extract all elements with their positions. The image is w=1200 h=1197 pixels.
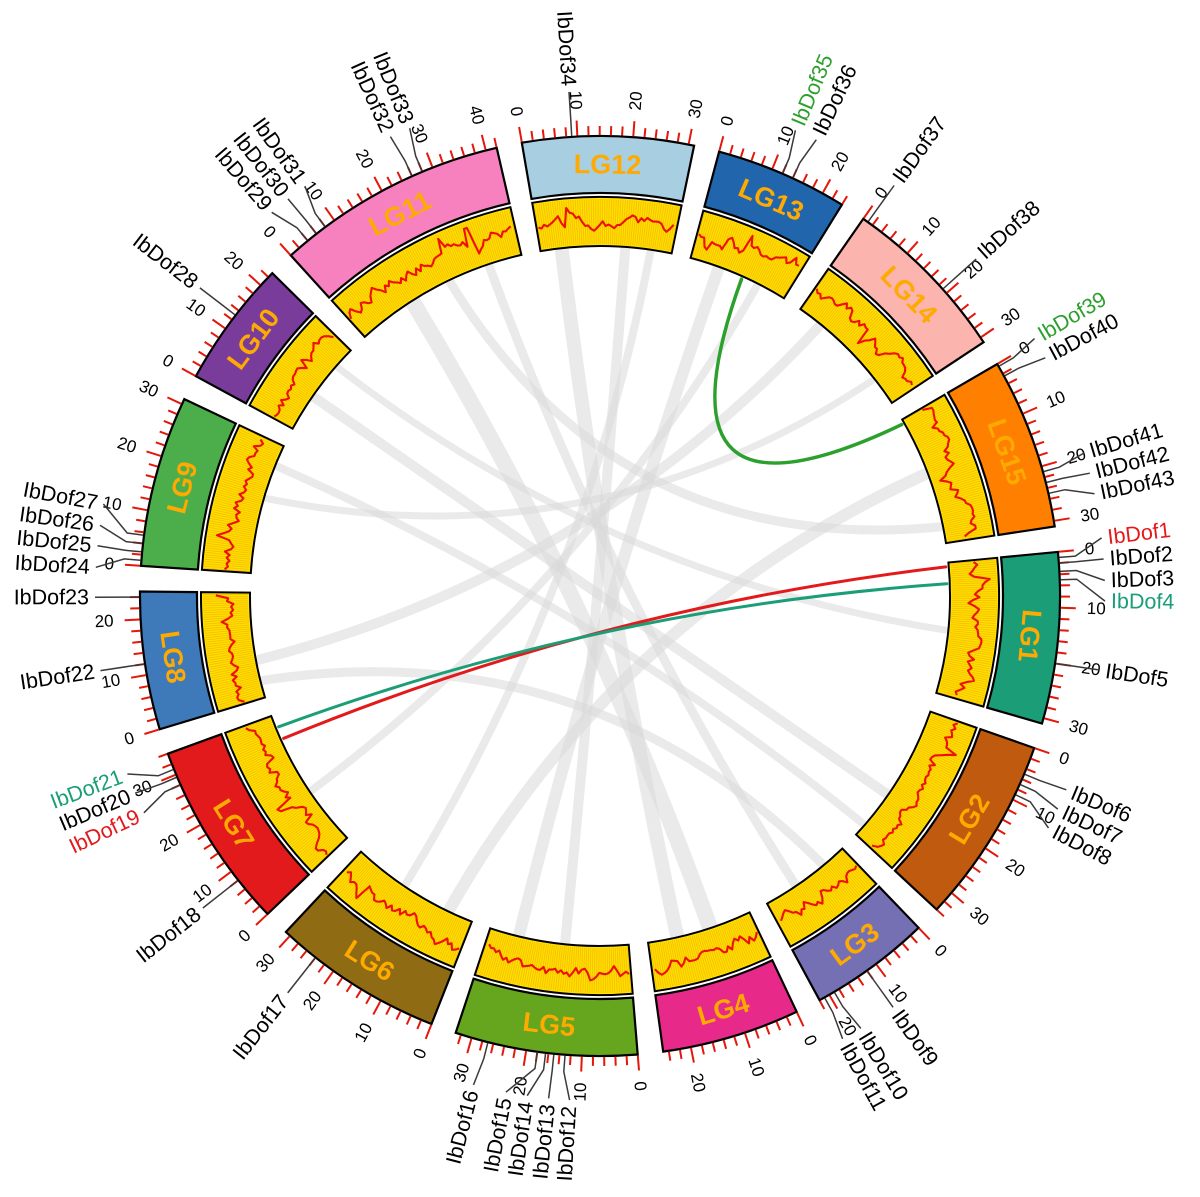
- tick-label: 10: [1087, 599, 1106, 618]
- gene-callout-line: [1025, 774, 1066, 789]
- lg-name-label: LG5: [521, 1006, 577, 1042]
- tick-label: 30: [998, 304, 1024, 330]
- tick-label: 30: [252, 949, 279, 976]
- gene-label-IbDof37: IbDof37: [888, 112, 951, 187]
- tick-label: 10: [100, 670, 122, 692]
- tick-label: 30: [130, 776, 155, 801]
- gene-label-IbDof23: IbDof23: [14, 585, 89, 609]
- tick-label: 20: [94, 611, 114, 631]
- gene-callout-line: [390, 137, 411, 176]
- gene-label-IbDof18: IbDof18: [132, 902, 206, 967]
- tick-label: 10: [744, 1055, 768, 1079]
- tick-label: 20: [1002, 855, 1028, 881]
- lg-name-label: LG1: [1012, 608, 1047, 663]
- tick-label: 20: [687, 1072, 709, 1094]
- tick-label: 0: [409, 1046, 430, 1062]
- tick-label: 20: [626, 91, 646, 111]
- tick-label: 20: [220, 247, 247, 274]
- tick-label: 10: [885, 980, 912, 1007]
- gene-label-IbDof28: IbDof28: [128, 229, 202, 294]
- gene-callout-line: [1005, 358, 1045, 376]
- tick-label: 0: [630, 1081, 650, 1092]
- tick-label: 20: [352, 146, 378, 172]
- gene-label-IbDof22: IbDof22: [18, 660, 96, 695]
- tick-label: 10: [1043, 387, 1068, 412]
- tick-label: 40: [465, 104, 488, 127]
- gene-label-IbDof38: IbDof38: [973, 196, 1045, 264]
- links-layer: [259, 250, 947, 941]
- tick-label: 0: [159, 350, 176, 371]
- lg-LG5: LG50102030IbDof12IbDof13IbDof14IbDof15Ib…: [442, 928, 651, 1182]
- tick-label: 20: [1065, 444, 1089, 468]
- synteny-link: [267, 381, 872, 516]
- tick-label: 0: [800, 1032, 821, 1049]
- tick-label: 10: [571, 1082, 591, 1102]
- tick-label: 10: [918, 213, 945, 240]
- tick-label: 10: [101, 493, 123, 515]
- tick-label: 30: [1079, 504, 1101, 526]
- tick-label: 20: [156, 830, 182, 856]
- lg-name-label: LG12: [574, 149, 642, 180]
- tick-label: 20: [115, 433, 139, 457]
- gene-callout-line: [98, 546, 142, 552]
- tick-label: 0: [506, 105, 526, 118]
- tick-label: 10: [189, 880, 216, 907]
- gene-label-IbDof4: IbDof4: [1111, 589, 1175, 614]
- tick-label: 0: [259, 222, 279, 242]
- gene-label-IbDof16: IbDof16: [442, 1088, 484, 1167]
- tick-label: 30: [966, 903, 993, 930]
- tick-label: 0: [717, 114, 738, 128]
- tick-label: 0: [1057, 748, 1072, 769]
- tick-label: 0: [235, 926, 255, 946]
- tick-label: 30: [450, 1061, 474, 1084]
- gene-callout-line: [1060, 559, 1104, 563]
- gene-callout-line: [127, 770, 173, 776]
- tick-label: 30: [684, 98, 706, 120]
- tick-label: 30: [136, 376, 161, 401]
- gene-label-IbDof34: IbDof34: [552, 10, 581, 87]
- gene-label-IbDof5: IbDof5: [1104, 659, 1170, 692]
- tick-label: 20: [299, 987, 325, 1013]
- tick-label: 0: [122, 728, 137, 749]
- tick-label: 0: [930, 941, 950, 961]
- tick-label: 10: [183, 294, 209, 320]
- gene-callout-line: [1061, 579, 1105, 601]
- gene-label-IbDof17: IbDof17: [228, 990, 293, 1064]
- tick-label: 10: [351, 1020, 377, 1046]
- gene-callout-line: [549, 1055, 554, 1099]
- gene-callout-line: [101, 664, 145, 671]
- gene-callout-line: [1049, 490, 1094, 494]
- gene-callout-line: [288, 958, 315, 993]
- gene-callout-line: [564, 1056, 570, 1100]
- gene-callout-line: [1059, 538, 1101, 558]
- tick-label: 10: [300, 177, 326, 203]
- tick-label: 20: [827, 149, 853, 175]
- tick-label: 30: [1067, 716, 1090, 739]
